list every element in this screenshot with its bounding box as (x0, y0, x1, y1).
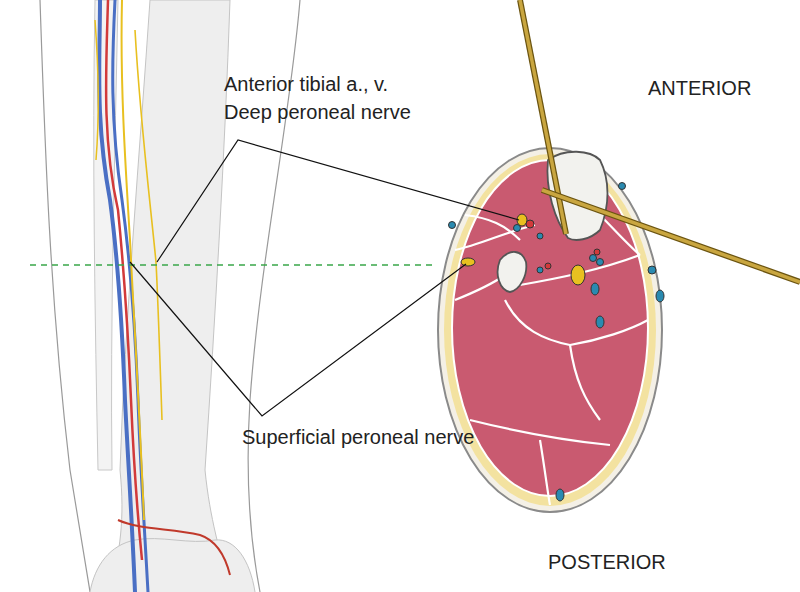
nerve-branch (95, 20, 98, 160)
artery (106, 0, 142, 560)
nerve (135, 30, 162, 420)
nerve (122, 0, 144, 520)
anatomy-label: Superficial peroneal nerve (242, 425, 474, 449)
leader-lines (130, 140, 519, 416)
vein (113, 0, 148, 592)
fibula-section (498, 252, 527, 292)
direction-label: POSTERIOR (548, 550, 666, 574)
needles (520, 0, 800, 282)
ankle-bones (90, 539, 255, 592)
fat-layer (444, 154, 656, 506)
anatomy-label: Deep peroneal nerve (224, 100, 411, 124)
artery-branch (118, 520, 230, 575)
tibia-bone (110, 0, 230, 592)
direction-label: ANTERIOR (648, 76, 751, 100)
section-line (30, 264, 432, 266)
skin (438, 148, 662, 512)
anatomy-label: Anterior tibial a., v. (224, 72, 388, 96)
septa (455, 210, 648, 505)
section-vessels (449, 183, 665, 502)
muscle (452, 160, 648, 496)
vein (99, 0, 135, 592)
leg-outline (40, 0, 90, 592)
